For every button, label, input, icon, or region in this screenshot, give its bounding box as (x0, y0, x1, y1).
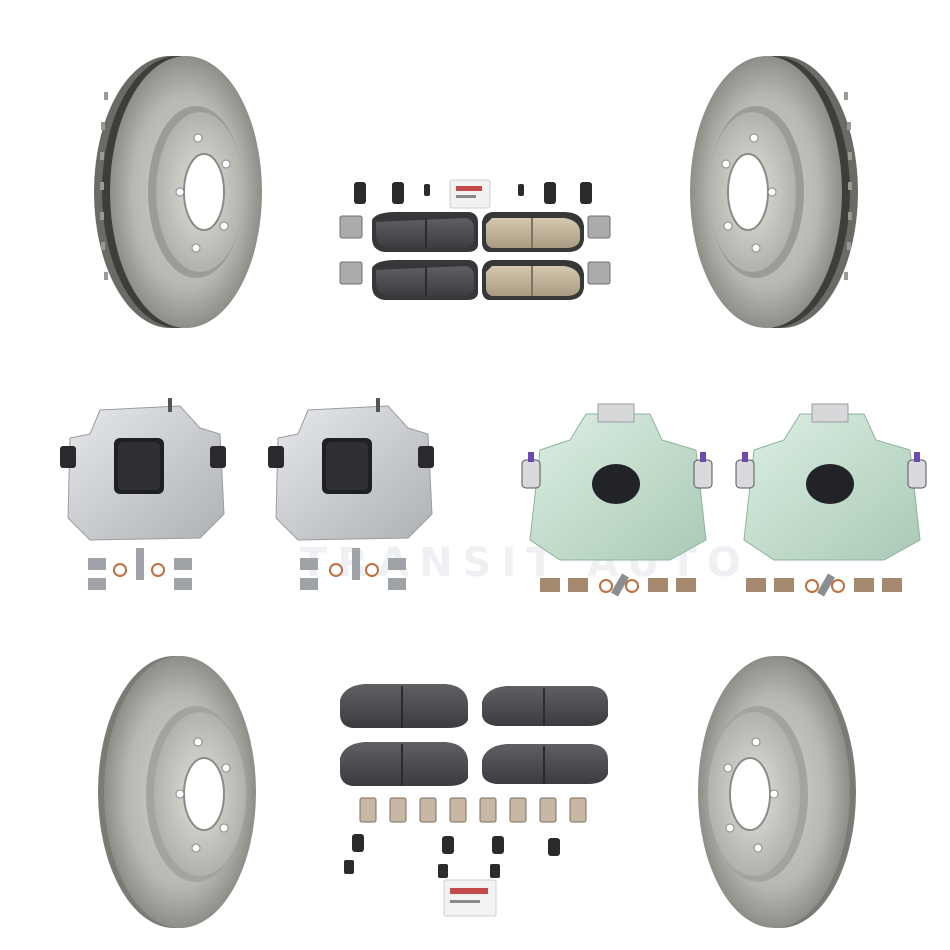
rear-right-rotor (692, 652, 860, 932)
front-right-rotor (688, 52, 860, 332)
rear-caliper-right (734, 400, 930, 600)
rear-left-rotor (94, 652, 262, 932)
front-left-rotor (92, 52, 264, 332)
rear-caliper-left (520, 400, 716, 600)
rear-brake-pad-set (332, 176, 622, 306)
front-caliper-left (60, 398, 230, 598)
front-brake-pad-set (330, 680, 620, 925)
front-caliper-right (268, 398, 438, 598)
